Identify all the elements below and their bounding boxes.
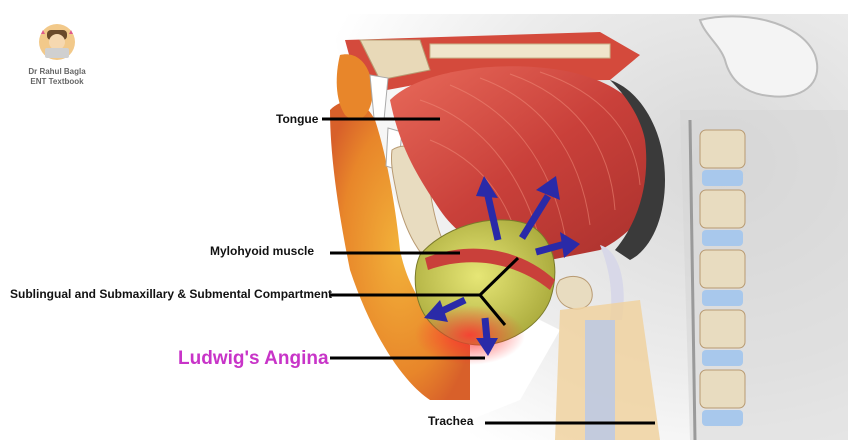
label-trachea: Trachea (428, 414, 473, 428)
logo-subtitle: ENT Textbook (22, 77, 92, 87)
logo-author: Dr Rahul Bagla (22, 67, 92, 77)
logo: Dr Rahul Bagla ENT Textbook (22, 22, 92, 87)
label-tongue: Tongue (276, 112, 318, 126)
label-ludwig: Ludwig's Angina (178, 348, 329, 370)
label-compartment: Sublingual and Submaxillary & Submental … (10, 287, 332, 301)
label-mylohyoid: Mylohyoid muscle (210, 244, 314, 258)
logo-avatar-icon (37, 22, 77, 62)
nasal-septum (430, 44, 610, 58)
